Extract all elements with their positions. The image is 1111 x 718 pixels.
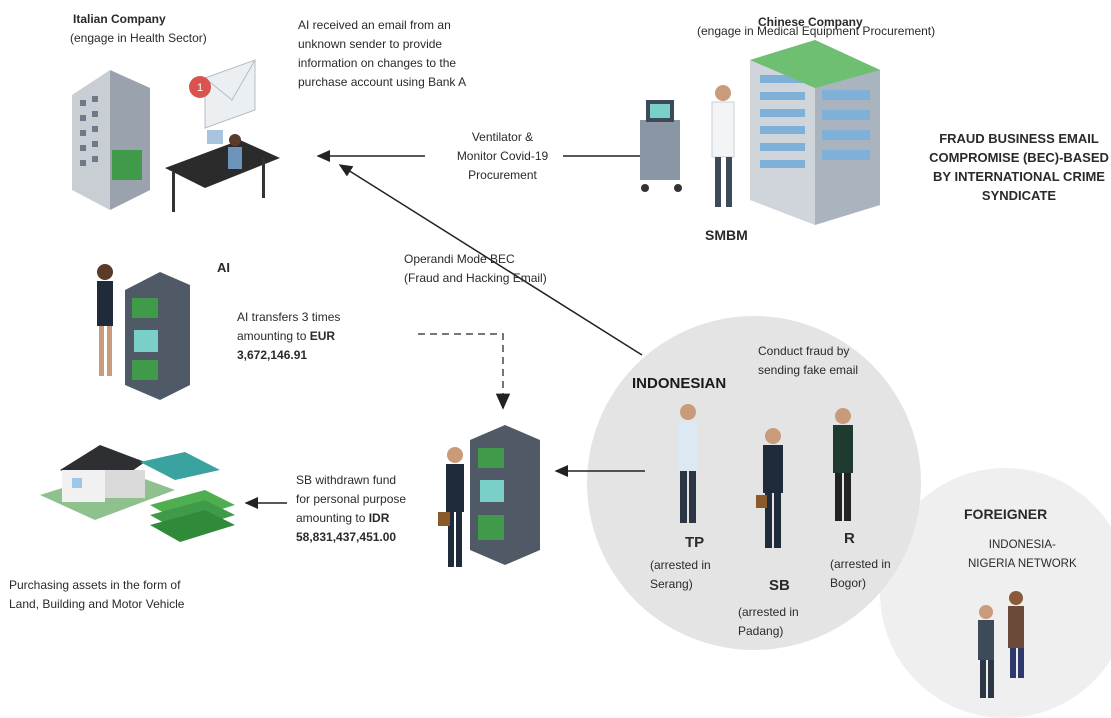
smbm-label: SMBM [705,227,748,243]
indonesian-title: INDONESIAN [632,375,727,392]
tp-arrest-note: (arrested in Serang) [650,558,711,591]
operandi-label: Operandi Mode BEC (Fraud and Hacking Ema… [404,252,547,285]
tp-person-illustration [678,404,698,523]
assets-illustration [40,445,235,542]
fraud-title: FRAUD BUSINESS EMAIL COMPROMISE (BEC)-BA… [929,131,1109,203]
foreigner-persons-illustration [978,591,1024,698]
withdraw-amount: IDR 58,831,437,451.00 [296,511,397,544]
indonesian-circle [587,316,921,650]
foreigner-title: FOREIGNER [964,506,1048,522]
sb-person-illustration [756,428,783,548]
email-note: AI received an email from an unknown sen… [298,18,467,89]
sb-atm-illustration [438,425,540,567]
ai-transfer-prefix: AI transfers 3 times amounting to [237,310,341,343]
tp-initials: TP [685,534,705,551]
ai-transfer-note: AI transfers 3 times amounting to EUR 3,… [237,308,340,365]
r-person-illustration [833,408,853,521]
assets-note: Purchasing assets in the form of Land, B… [9,578,185,611]
foreigner-network: INDONESIA- NIGERIA NETWORK [968,539,1077,570]
sb-arrest-note: (arrested in Padang) [738,605,799,638]
indonesian-fraud-note: Conduct fraud by sending fake email [758,344,859,377]
r-initials: R [844,530,855,547]
italian-company-subtitle: (engage in Health Sector) [70,31,207,45]
ai-atm-illustration [97,264,190,400]
ai-label: AI [217,260,230,275]
sb-initials: SB [769,577,790,594]
transfer-dashed-arrow [418,333,511,410]
italian-building-illustration: 1 [72,59,280,212]
procurement-label: Ventilator & Monitor Covid-19 Procuremen… [456,130,549,182]
r-arrest-note: (arrested in Bogor) [830,557,891,590]
ai-transfer-amount: EUR 3,672,146.91 [237,329,336,362]
svg-text:1: 1 [197,82,203,94]
chinese-company-subtitle: (engage in Medical Equipment Procurement… [697,24,936,38]
chinese-company-title: Chinese Company [758,15,863,29]
withdraw-note: SB withdrawn fund for personal purpose a… [296,471,406,547]
chinese-building-illustration [640,40,880,225]
italian-company-title: Italian Company [73,12,166,26]
withdraw-prefix: SB withdrawn fund for personal purpose a… [296,473,407,525]
operandi-arrow [338,164,643,356]
